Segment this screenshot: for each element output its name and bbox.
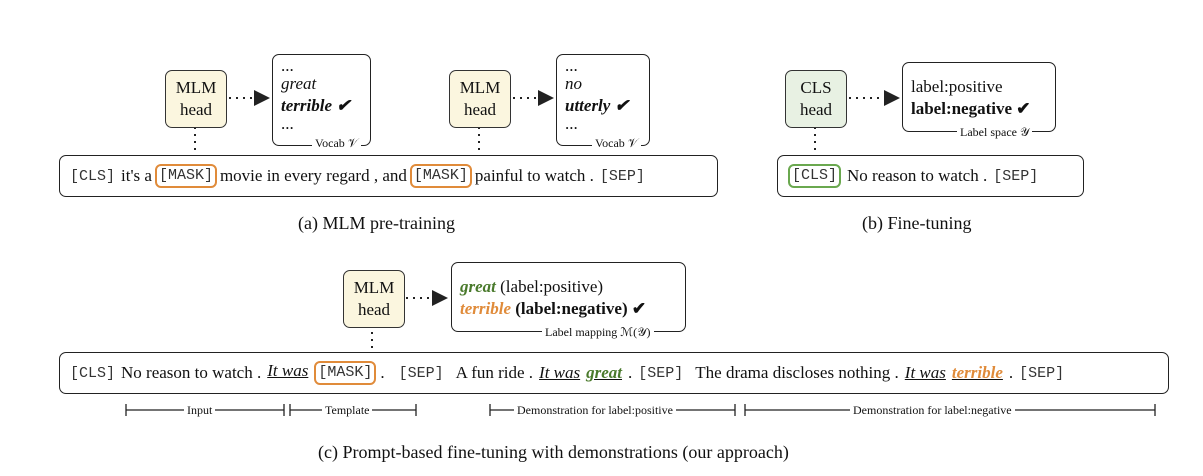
input-text: No reason to watch . xyxy=(121,363,262,382)
template-1: It was [MASK] xyxy=(267,361,380,385)
span-label-demo-positive: Demonstration for label:positive xyxy=(514,403,676,418)
vocab-2-item-no: no xyxy=(565,74,582,93)
template-period: . xyxy=(1008,363,1014,382)
label-mapping-box: great (label:positive) terrible (label:n… xyxy=(451,262,686,332)
mask-token-2: [MASK] xyxy=(409,164,472,188)
template-2: It was great xyxy=(539,363,628,383)
sep-token: [SEP] xyxy=(638,364,684,382)
cls-token: [CLS] xyxy=(788,164,842,188)
caption-c: (c) Prompt-based fine-tuning with demons… xyxy=(318,442,789,462)
vocab-2-dots-bottom: ... xyxy=(565,114,578,133)
cls-head-label: CLS head xyxy=(799,78,833,119)
cls-token: [CLS] xyxy=(70,167,116,185)
sep-token: [SEP] xyxy=(398,364,444,382)
mlm-head-2: MLM head xyxy=(449,70,511,128)
vocab-box-1: ... great terrible ✔ ... xyxy=(272,54,371,146)
template-it-was: It was xyxy=(539,363,581,382)
sep-token: [SEP] xyxy=(1019,364,1065,382)
cls-token: [CLS] xyxy=(70,364,116,382)
vocab-2-item-utterly: utterly ✔ xyxy=(565,96,629,115)
vocab-1-item-great: great xyxy=(281,74,317,93)
template-period: . xyxy=(380,363,385,382)
mlm-head-1: MLM head xyxy=(165,70,227,128)
vocab-box-2: ... no utterly ✔ ... xyxy=(556,54,650,146)
mapping-word-great: great xyxy=(460,277,496,296)
mask-token: [MASK] xyxy=(314,361,377,385)
sep-token: [SEP] xyxy=(993,167,1039,185)
mapping-row-positive: great (label:positive) xyxy=(460,276,677,298)
seq-text: No reason to watch . xyxy=(847,166,988,185)
label-space-box: label:positive label:negative ✔ xyxy=(902,62,1056,132)
span-label-template: Template xyxy=(322,403,373,418)
mapping-label-positive: (label:positive) xyxy=(500,277,604,296)
mask-token-1: [MASK] xyxy=(154,164,217,188)
mlm-head-c-label: MLM head xyxy=(353,278,395,319)
cls-head: CLS head xyxy=(785,70,847,128)
mapping-label-negative: (label:negative) ✔ xyxy=(515,299,647,318)
vocab-1-dots-top: ... xyxy=(281,56,294,75)
demo-word-great: great xyxy=(586,363,623,382)
template-period: . xyxy=(628,363,633,382)
template-it-was: It was xyxy=(904,363,946,382)
sep-token: [SEP] xyxy=(599,167,645,185)
span-label-demo-negative: Demonstration for label:negative xyxy=(850,403,1015,418)
label-negative: label:negative ✔ xyxy=(911,99,1031,118)
caption-b: (b) Fine-tuning xyxy=(862,213,972,233)
sequence-box-a: [CLS] it's a [MASK] movie in every regar… xyxy=(59,155,718,197)
vocab-2-label: Vocab 𝒱 xyxy=(592,136,641,151)
vocab-2-dots-top: ... xyxy=(565,56,578,75)
sequence-box-c: [CLS] No reason to watch . It was [MASK].… xyxy=(59,352,1169,394)
mapping-row-negative: terrible (label:negative) ✔ xyxy=(460,298,677,320)
demo-neg-text: The drama discloses nothing . xyxy=(695,363,899,382)
label-positive: label:positive xyxy=(911,77,1003,96)
seq-text: movie in every regard , and xyxy=(219,166,407,185)
label-space-label: Label space 𝒴 xyxy=(957,125,1033,140)
span-label-input: Input xyxy=(184,403,216,418)
label-mapping-label: Label mapping ℳ(𝒴) xyxy=(542,325,654,340)
vocab-1-dots-bottom: ... xyxy=(281,114,294,133)
mlm-head-c: MLM head xyxy=(343,270,405,328)
demo-word-terrible: terrible xyxy=(951,363,1003,382)
template-it-was: It was xyxy=(267,361,309,380)
sequence-box-b: [CLS] No reason to watch . [SEP] xyxy=(777,155,1084,197)
seq-text: painful to watch . xyxy=(474,166,594,185)
mlm-head-1-label: MLM head xyxy=(175,78,217,119)
demo-pos-text: A fun ride . xyxy=(455,363,534,382)
caption-a: (a) MLM pre-training xyxy=(298,213,455,233)
template-3: It was terrible xyxy=(905,363,1009,383)
seq-text: it's a xyxy=(121,166,152,185)
mlm-head-2-label: MLM head xyxy=(459,78,501,119)
mapping-word-terrible: terrible xyxy=(460,299,511,318)
vocab-1-label: Vocab 𝒱 xyxy=(312,136,361,151)
vocab-1-item-terrible: terrible ✔ xyxy=(281,96,351,115)
